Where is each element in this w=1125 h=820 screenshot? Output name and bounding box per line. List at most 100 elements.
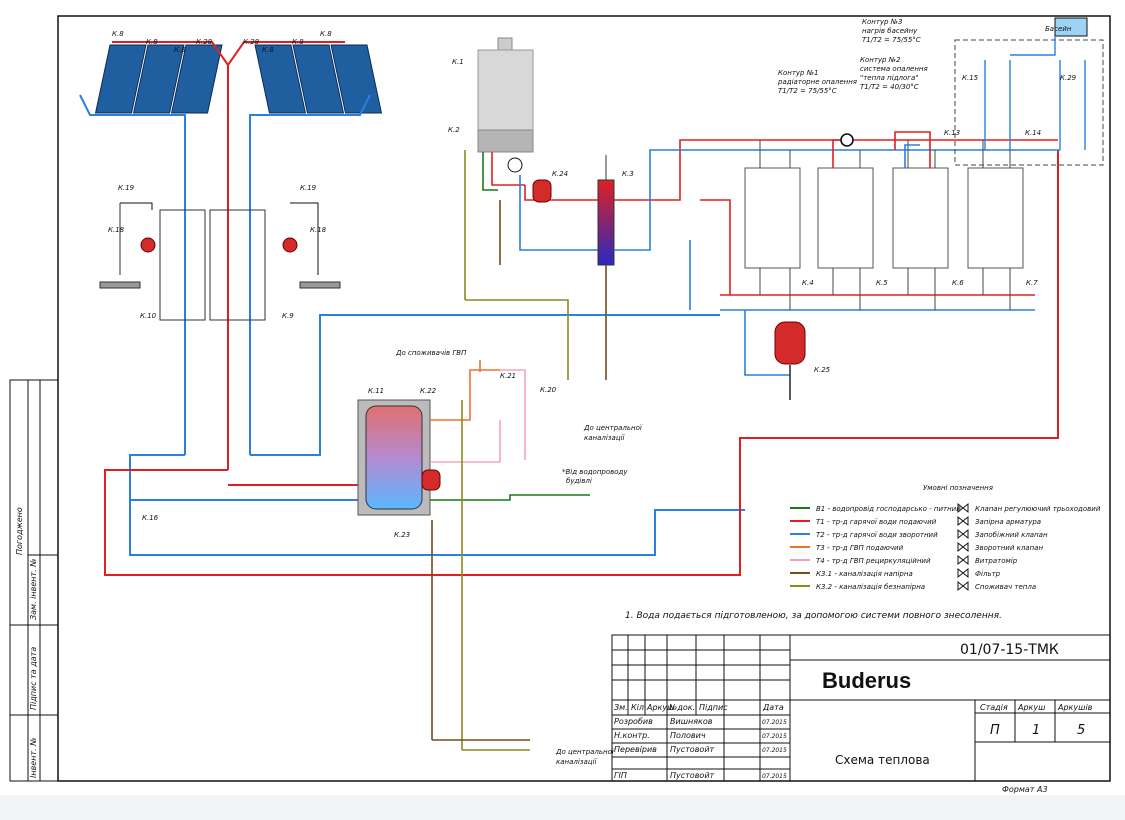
- tb-name: Пустовойт: [670, 771, 715, 780]
- contour2-line2: система опалення: [860, 65, 928, 73]
- contour3-line1: Контур №3: [862, 18, 902, 26]
- tb-date: 07.2015: [762, 719, 787, 726]
- drawing-note: 1. Вода подається підготовленою, за допо…: [625, 611, 1002, 621]
- contour3-line3: Т1/Т2 = 75/55°С: [862, 36, 921, 44]
- drawing-code: 01/07-15-ТМК: [960, 642, 1059, 658]
- label-k3: К.3: [622, 170, 634, 178]
- heat-scheme-drawing: Погоджено Зам. інвент. № Підпис та дата …: [9, 15, 1111, 794]
- dhw-pipes: [430, 360, 590, 751]
- stage-hdr: Стадія: [980, 703, 1008, 712]
- label-k25: К.25: [814, 366, 831, 374]
- legend-symbol-icon: [957, 502, 969, 514]
- legend-symbol-icon: [957, 567, 969, 579]
- label-k16: К.16: [142, 514, 159, 522]
- heating-groups: [744, 140, 1024, 310]
- contour3-line2: нагрів басейну: [862, 27, 918, 35]
- hydraulic-separator-k3: [597, 155, 615, 380]
- legend-symbol-icon: [957, 554, 969, 566]
- contour2-line3: "тепла підлога": [860, 74, 918, 82]
- contour1-line2: радіаторне опалення: [777, 78, 857, 86]
- legend-symbol-icon: [957, 541, 969, 553]
- label-k18b: К.18: [310, 226, 327, 234]
- label-k11: К.11: [368, 387, 384, 395]
- label-k10: К.10: [140, 312, 157, 320]
- tb-role: Розробив: [614, 717, 653, 726]
- side-stamp: [9, 379, 59, 782]
- label-k1: К.1: [452, 58, 464, 66]
- contour-pipes: [832, 131, 931, 168]
- expansion-tank-k23: [421, 469, 441, 491]
- label-k8d: К.8: [262, 46, 274, 54]
- drawing-title: Схема теплова: [835, 753, 930, 767]
- legend-line-label: Т2 - тр-д гарячої води зворотний: [816, 531, 938, 539]
- label-k8f: К.8: [320, 30, 332, 38]
- pool-label: Басейн: [1045, 25, 1072, 33]
- label-sewer1-b: каналізації: [584, 434, 626, 442]
- label-k18a: К.18: [108, 226, 125, 234]
- contour1-line1: Контур №1: [778, 69, 818, 77]
- solar-station-left: [99, 202, 206, 321]
- contour2-line1: Контур №2: [860, 56, 901, 64]
- legend-symbol-label: Запірна арматура: [975, 518, 1041, 526]
- label-sewer2-a: До центральної: [555, 748, 615, 756]
- distribution-pipes: [614, 139, 1060, 400]
- tb-name: Вишняков: [670, 717, 713, 726]
- legend-symbol-label: Споживач тепла: [975, 583, 1036, 591]
- hdr-rev: Зм.: [614, 703, 628, 712]
- brand-logo: Buderus: [822, 668, 911, 693]
- label-k24: К.24: [552, 170, 568, 178]
- label-k2: К.2: [448, 126, 460, 134]
- tb-date: 07.2015: [762, 733, 787, 740]
- label-water-b: будівлі: [566, 477, 592, 485]
- label-sewer2-b: каналізації: [556, 758, 598, 766]
- legend-symbol-icon: [957, 515, 969, 527]
- stamp-agreed: Погоджено: [15, 507, 24, 555]
- solar-collectors: [79, 41, 383, 160]
- label-k13: К.13: [944, 129, 960, 137]
- label-k7: К.7: [1026, 279, 1038, 287]
- legend-symbol-label: Фільтр: [975, 570, 1001, 578]
- legend-symbol-icon: [957, 528, 969, 540]
- tb-name: Полович: [670, 731, 706, 740]
- label-k21: К.21: [500, 372, 516, 380]
- dhw-tank-k11: [357, 399, 431, 516]
- contour2-line4: Т1/Т2 = 40/30°С: [860, 83, 919, 91]
- label-k29: К.29: [1060, 74, 1077, 82]
- hdr-doc: №док.: [668, 703, 695, 712]
- label-k8b: К.8: [146, 38, 158, 46]
- boiler-pipes: [464, 150, 598, 380]
- gas-boiler: [477, 37, 534, 173]
- legend-title: Умовні позначення: [923, 484, 993, 492]
- expansion-tank-k25: [774, 321, 806, 365]
- stage-value: П: [990, 723, 1000, 738]
- label-water-a: *Від водопроводу: [562, 468, 628, 476]
- tb-date: 07.2015: [762, 773, 787, 780]
- pool-module: [954, 17, 1104, 166]
- tb-role: Н.контр.: [614, 731, 650, 740]
- legend-symbol-icon: [957, 580, 969, 592]
- title-block: [611, 634, 1111, 782]
- tb-date: 07.2015: [762, 747, 787, 754]
- contour1-line3: Т1/Т2 = 75/55°С: [778, 87, 837, 95]
- legend-line-label: Т4 - тр-д ГВП рециркуляційний: [816, 557, 931, 565]
- legend-line-label: К3.1 - каналізація напірна: [816, 570, 913, 578]
- hdr-sign: Підпис: [699, 703, 728, 712]
- legend-line-label: Т1 - тр-д гарячої води подаючий: [816, 518, 937, 526]
- sheets-hdr: Аркушів: [1057, 703, 1093, 712]
- legend-line-label: К3.2 - каналізація безнапірна: [816, 583, 925, 591]
- hdr-sheet: Аркуш: [646, 703, 675, 712]
- label-k9: К.9: [282, 312, 294, 320]
- sheet-hdr: Аркуш: [1017, 703, 1046, 712]
- sheets-value: 5: [1077, 723, 1085, 738]
- stamp-inv-no: Інвент. №: [29, 737, 38, 778]
- label-k15: К.15: [962, 74, 979, 82]
- legend-lines: В1 - водопровід господарсько - питний Т1 …: [790, 505, 961, 591]
- label-k8e: К.8: [292, 38, 304, 46]
- legend-line-label: В1 - водопровід господарсько - питний: [816, 505, 961, 513]
- legend-symbol-label: Витратомір: [975, 557, 1018, 565]
- solar-station-right: [209, 202, 341, 321]
- label-k23: К.23: [394, 531, 410, 539]
- tb-name: Пустовойт: [670, 745, 715, 754]
